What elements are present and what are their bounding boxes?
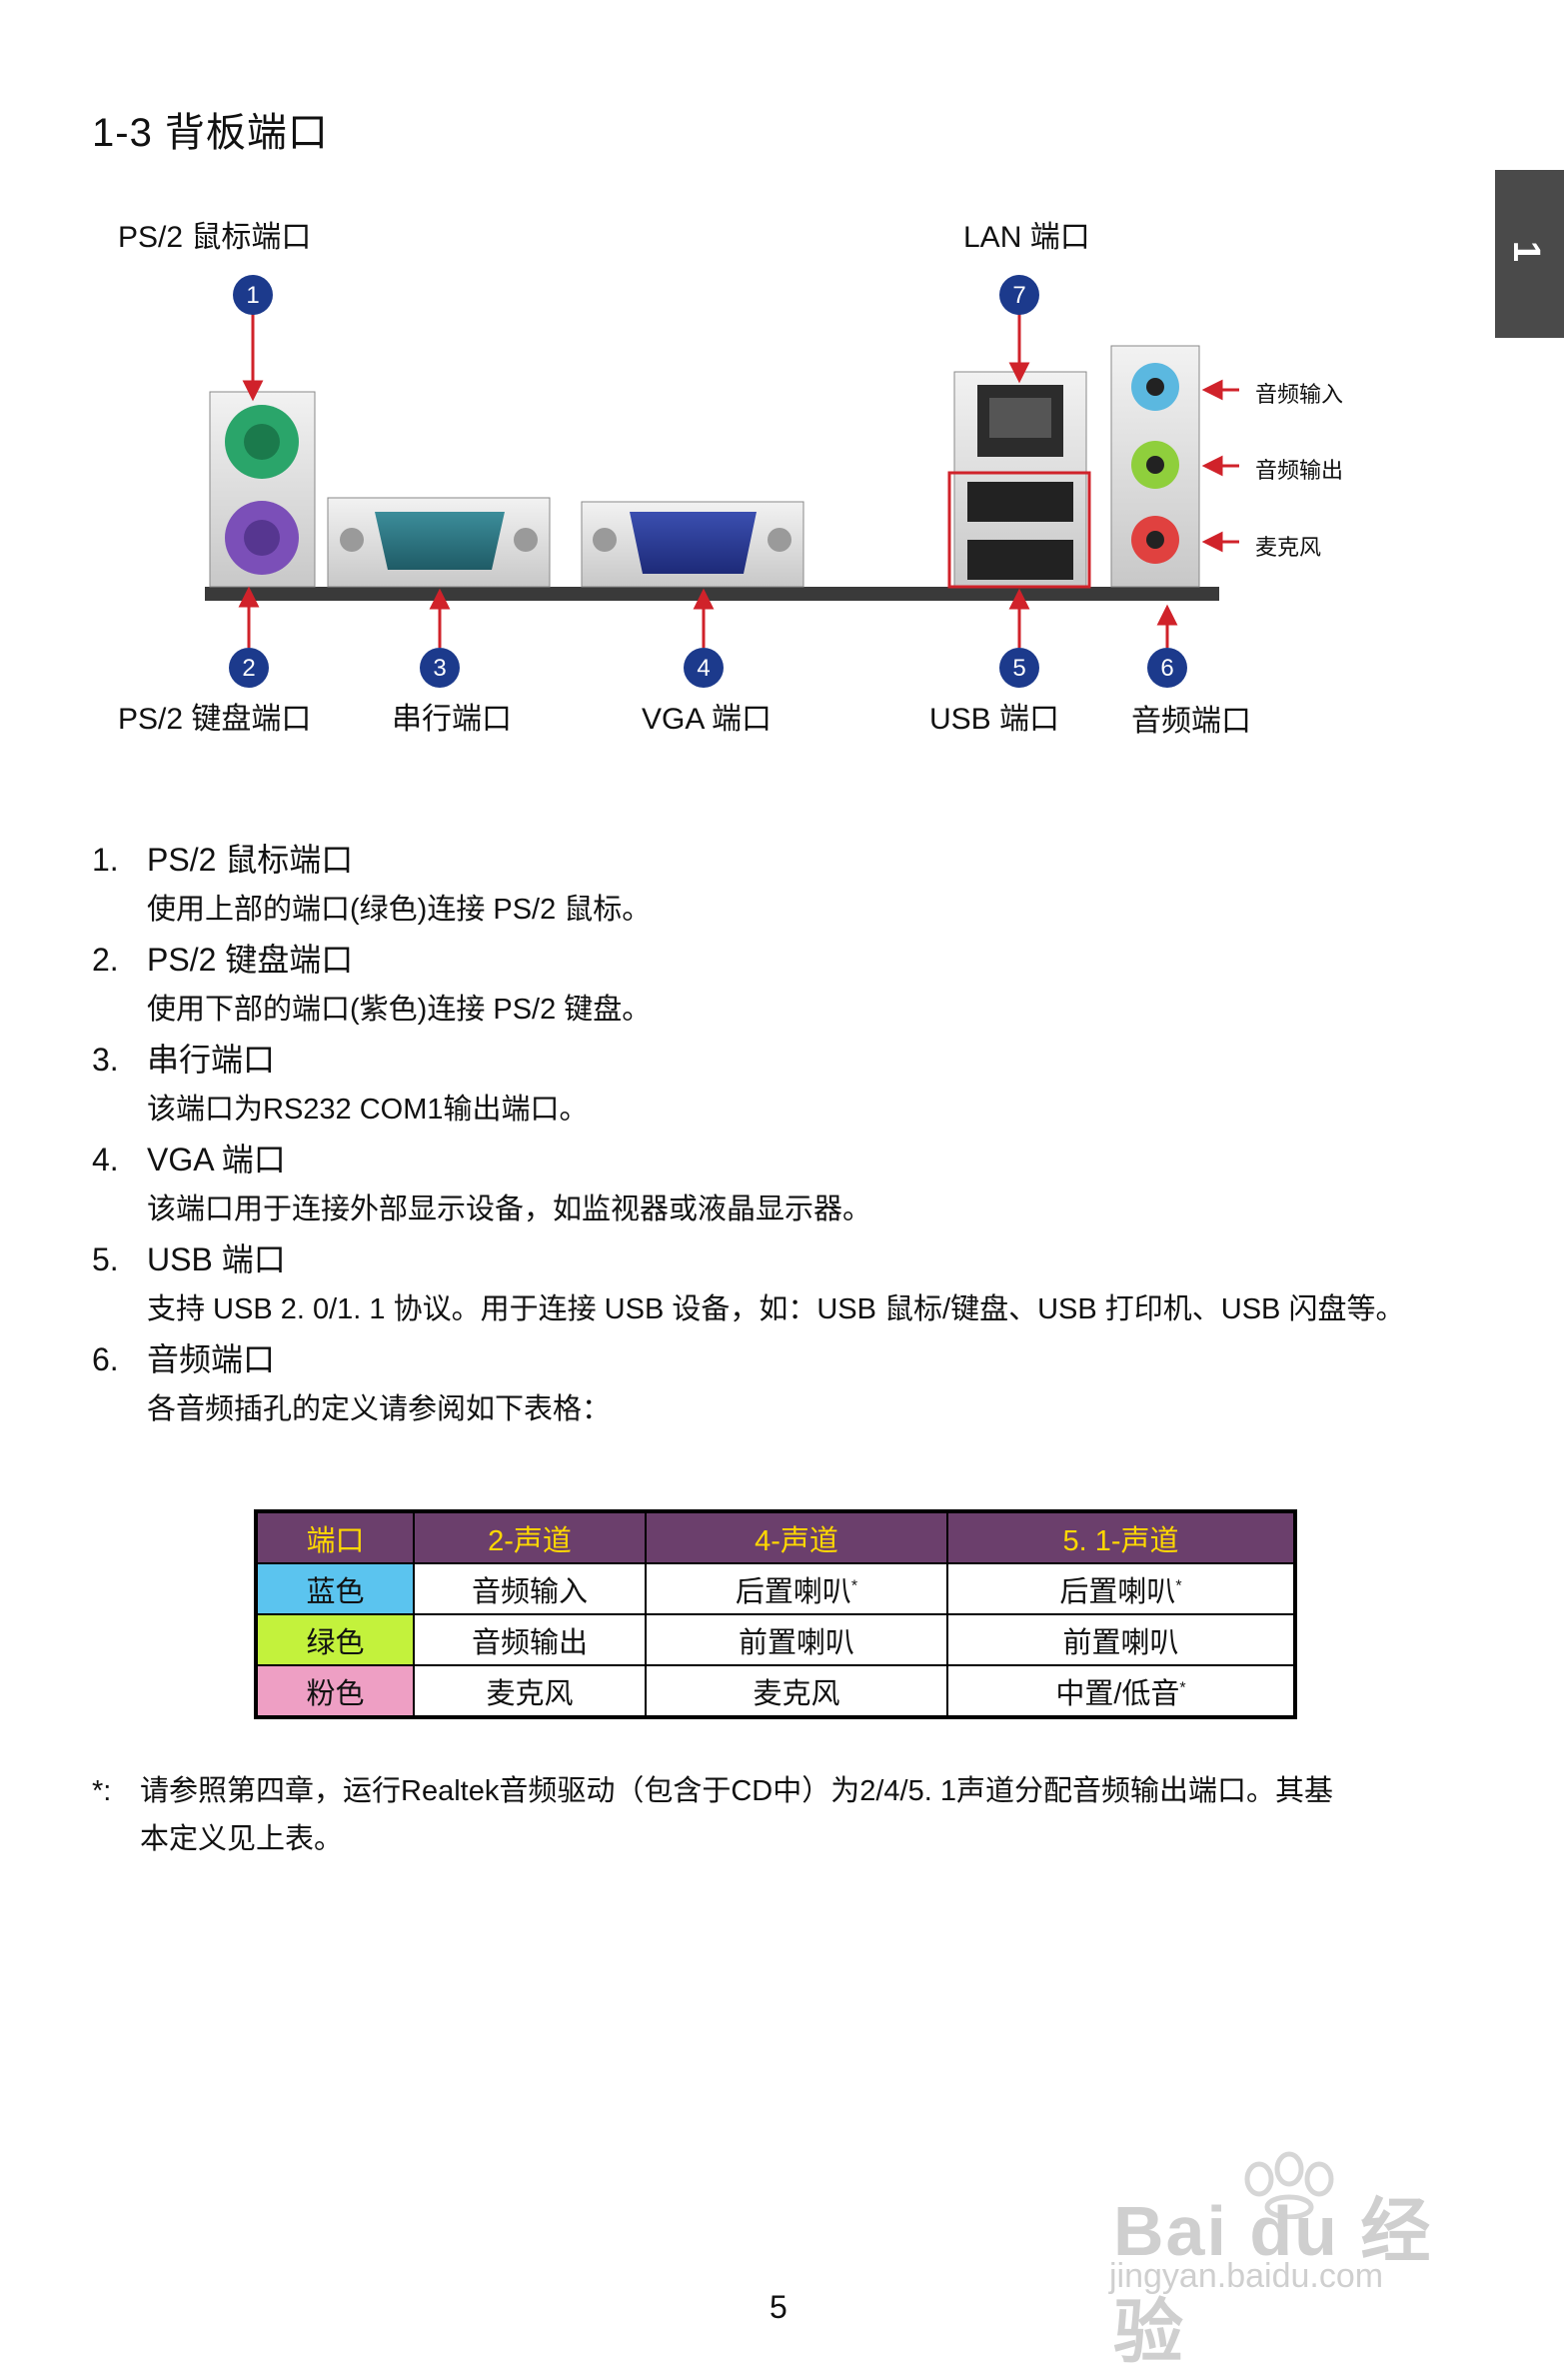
- table-cell: 中置/低音*: [947, 1665, 1295, 1717]
- table-cell: 后置喇叭*: [947, 1563, 1295, 1614]
- list-item: 5.USB 端口 支持 USB 2. 0/1. 1 协议。用于连接 USB 设备…: [92, 1234, 1491, 1334]
- item-title: USB 端口: [147, 1241, 286, 1277]
- marker-1-text: 1: [246, 282, 259, 309]
- port-color-cell: 蓝色: [256, 1563, 414, 1614]
- item-number: 4.: [92, 1135, 147, 1185]
- item-title: PS/2 鼠标端口: [147, 842, 353, 878]
- footnote-mark: *: [1179, 1679, 1185, 1696]
- footnote-mark: *: [1175, 1577, 1181, 1594]
- table-cell: 音频输出: [414, 1614, 646, 1665]
- list-item: 4.VGA 端口 该端口用于连接外部显示设备，如监视器或液晶显示器。: [92, 1135, 1491, 1234]
- column-header: 端口: [256, 1511, 414, 1563]
- table-cell: 前置喇叭: [947, 1614, 1295, 1665]
- item-number: 3.: [92, 1035, 147, 1085]
- table-row: 绿色 音频输出 前置喇叭 前置喇叭: [256, 1614, 1295, 1665]
- table-row: 粉色 麦克风 麦克风 中置/低音*: [256, 1665, 1295, 1717]
- port-color-cell: 绿色: [256, 1614, 414, 1665]
- item-description: 该端口用于连接外部显示设备，如监视器或液晶显示器。: [147, 1185, 1476, 1234]
- item-title: VGA 端口: [147, 1142, 286, 1178]
- list-item: 1.PS/2 鼠标端口 使用上部的端口(绿色)连接 PS/2 鼠标。: [92, 835, 1491, 935]
- list-item: 3.串行端口 该端口为RS232 COM1输出端口。: [92, 1035, 1491, 1135]
- footnote: *:请参照第四章，运行Realtek音频驱动（包含于CD中）为2/4/5. 1声…: [92, 1767, 1491, 1863]
- usb-port-upper: [967, 482, 1073, 522]
- table-header-row: 端口 2-声道 4-声道 5. 1-声道: [256, 1511, 1295, 1563]
- serial-connector: [375, 512, 505, 570]
- label-usb: USB 端口: [929, 694, 1059, 738]
- table-cell: 前置喇叭: [646, 1614, 947, 1665]
- table-cell: 麦克风: [646, 1665, 947, 1717]
- label-audio: 音频端口: [1131, 696, 1251, 740]
- column-header: 4-声道: [646, 1511, 947, 1563]
- label-serial: 串行端口: [392, 694, 512, 738]
- table-cell: 音频输入: [414, 1563, 646, 1614]
- label-audio-out: 音频输出: [1255, 453, 1343, 485]
- marker-6-text: 6: [1160, 655, 1173, 682]
- vga-connector: [630, 512, 757, 574]
- item-title: PS/2 键盘端口: [147, 942, 353, 978]
- item-number: 5.: [92, 1234, 147, 1284]
- item-description: 使用下部的端口(紫色)连接 PS/2 键盘。: [147, 985, 1476, 1035]
- table-cell: 麦克风: [414, 1665, 646, 1717]
- column-header: 5. 1-声道: [947, 1511, 1295, 1563]
- item-number: 2.: [92, 935, 147, 985]
- footnote-line-2: 本定义见上表。: [92, 1815, 1491, 1863]
- usb-port-lower: [967, 540, 1073, 580]
- item-title: 串行端口: [147, 1042, 275, 1078]
- marker-7-text: 7: [1012, 282, 1025, 309]
- marker-3-text: 3: [433, 655, 446, 682]
- table-cell: 后置喇叭*: [646, 1563, 947, 1614]
- item-title: 音频端口: [147, 1341, 275, 1377]
- item-description: 各音频插孔的定义请参阅如下表格：: [147, 1384, 1476, 1434]
- footnote-mark: *: [851, 1577, 857, 1594]
- page-number: 5: [770, 2289, 787, 2326]
- audio-channel-table: 端口 2-声道 4-声道 5. 1-声道 蓝色 音频输入 后置喇叭* 后置喇叭*…: [254, 1509, 1297, 1719]
- label-mic: 麦克风: [1255, 530, 1321, 562]
- footnote-line-1: 请参照第四章，运行Realtek音频驱动（包含于CD中）为2/4/5. 1声道分…: [140, 1775, 1333, 1807]
- label-lan: LAN 端口: [963, 212, 1090, 256]
- label-audio-in: 音频输入: [1255, 377, 1343, 409]
- item-description: 该端口为RS232 COM1输出端口。: [147, 1085, 1476, 1135]
- item-description: 使用上部的端口(绿色)连接 PS/2 鼠标。: [147, 885, 1476, 935]
- footnote-star: *:: [92, 1767, 140, 1815]
- list-item: 2.PS/2 键盘端口 使用下部的端口(紫色)连接 PS/2 键盘。: [92, 935, 1491, 1035]
- marker-5-text: 5: [1012, 655, 1025, 682]
- item-number: 1.: [92, 835, 147, 885]
- label-ps2-keyboard: PS/2 键盘端口: [118, 694, 311, 738]
- watermark-url: jingyan.baidu.com: [1109, 2257, 1383, 2296]
- item-number: 6.: [92, 1334, 147, 1384]
- marker-2-text: 2: [242, 655, 255, 682]
- port-color-cell: 粉色: [256, 1665, 414, 1717]
- panel-base: [205, 587, 1219, 601]
- port-description-list: 1.PS/2 鼠标端口 使用上部的端口(绿色)连接 PS/2 鼠标。 2.PS/…: [92, 835, 1491, 1434]
- marker-4-text: 4: [697, 655, 710, 682]
- baidu-watermark: Bai du 经验 jingyan.baidu.com: [1109, 2149, 1489, 2309]
- label-vga: VGA 端口: [642, 694, 772, 738]
- item-description: 支持 USB 2. 0/1. 1 协议。用于连接 USB 设备，如：USB 鼠标…: [147, 1284, 1476, 1334]
- table-row: 蓝色 音频输入 后置喇叭* 后置喇叭*: [256, 1563, 1295, 1614]
- label-ps2-mouse: PS/2 鼠标端口: [118, 212, 311, 256]
- column-header: 2-声道: [414, 1511, 646, 1563]
- list-item: 6.音频端口 各音频插孔的定义请参阅如下表格：: [92, 1334, 1491, 1434]
